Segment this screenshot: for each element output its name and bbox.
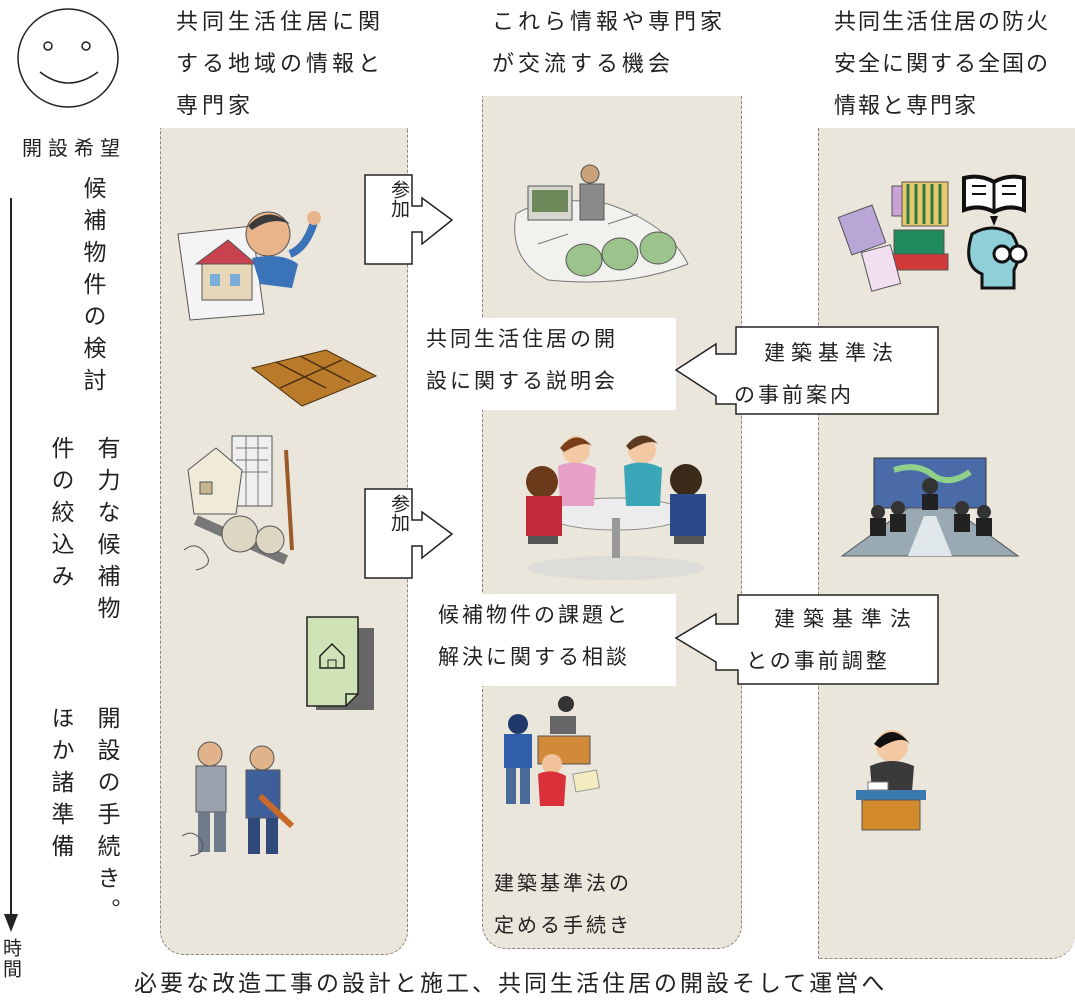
participate-arrow-1 [364, 174, 454, 265]
prior-coordination-arrow [674, 594, 939, 685]
national-header-line1: 共同生活住居の防火 [834, 10, 1051, 35]
books-computer-clipart-icon [837, 174, 1028, 292]
stage2-text-a: 有力な候補物 [93, 436, 119, 628]
procedure-text: 建築基準法の 定める手続き [494, 862, 632, 946]
briefing-session-box: 共同生活住居の開 設に関する説明会 [416, 318, 676, 410]
stage3-text-a: 開設の手続き。 [93, 706, 119, 930]
prior-coord-line1: 建築基準法 [774, 607, 919, 631]
building-tools-clipart-icon [183, 435, 294, 571]
participate-label-2: 参加 [388, 494, 410, 532]
office-clerks-clipart-icon [504, 696, 601, 806]
consultation-box: 候補物件の課題と 解決に関する相談 [430, 594, 676, 686]
exchange-header-line1: これら情報や専門家 [492, 10, 727, 35]
receptionist-clipart-icon [856, 730, 926, 831]
local-header-line3: 専門家 [176, 94, 255, 119]
stage1-text: 候補物件の検討 [79, 176, 105, 400]
national-header-line3: 情報と専門家 [834, 94, 979, 119]
time-label: 時間 [0, 938, 22, 980]
face-label: 開設希望 [22, 136, 126, 160]
participate-arrow-2 [364, 488, 454, 579]
footer-caption: 必要な改造工事の設計と施工、共同生活住居の開設そして運営へ [134, 971, 888, 997]
workers-clipart-icon [181, 741, 295, 857]
local-header: 共同生活住居に関 する地域の情報と 専門家 [176, 2, 384, 128]
floor-plan-clipart-icon [250, 349, 378, 407]
consult-line2: 解決に関する相談 [438, 645, 630, 669]
consult-line1: 候補物件の課題と [438, 603, 630, 627]
briefing-line2: 設に関する説明会 [426, 369, 618, 393]
house-man-clipart-icon [177, 211, 321, 321]
prior-guidance-text: 建築基準法 の事前案内 [734, 332, 930, 416]
procedure-line1: 建築基準法の [494, 871, 632, 895]
smiley-face-icon [17, 8, 119, 108]
prior-guidance-arrow [674, 326, 939, 415]
prior-guidance-line2: の事前案内 [734, 383, 854, 407]
prior-guidance-line1: 建築基準法 [764, 341, 899, 365]
local-header-line1: 共同生活住居に関 [176, 10, 385, 35]
stage2-text-b: 件の絞込み [47, 436, 73, 596]
prior-coord-line2: との事前調整 [746, 649, 890, 673]
time-arrow [4, 198, 18, 932]
conference-room-clipart-icon [840, 457, 1020, 557]
exchange-header-line2: が交流する機会 [492, 52, 675, 77]
participate-label-1: 参加 [388, 180, 410, 218]
national-header-line2: 安全に関する全国の [834, 52, 1051, 77]
prior-coordination-text: 建築基準法 との事前調整 [746, 598, 936, 682]
meeting-clipart-icon [526, 435, 706, 580]
presentation-clipart-icon [514, 164, 689, 283]
local-header-line2: する地域の情報と [176, 52, 385, 77]
stage3-text-b: ほか諸準備 [47, 706, 73, 866]
national-header: 共同生活住居の防火 安全に関する全国の 情報と専門家 [834, 2, 1050, 128]
procedure-line2: 定める手続き [494, 913, 632, 937]
exchange-header: これら情報や専門家 が交流する機会 [492, 2, 726, 86]
house-document-icon [306, 616, 374, 710]
briefing-line1: 共同生活住居の開 [426, 327, 618, 351]
